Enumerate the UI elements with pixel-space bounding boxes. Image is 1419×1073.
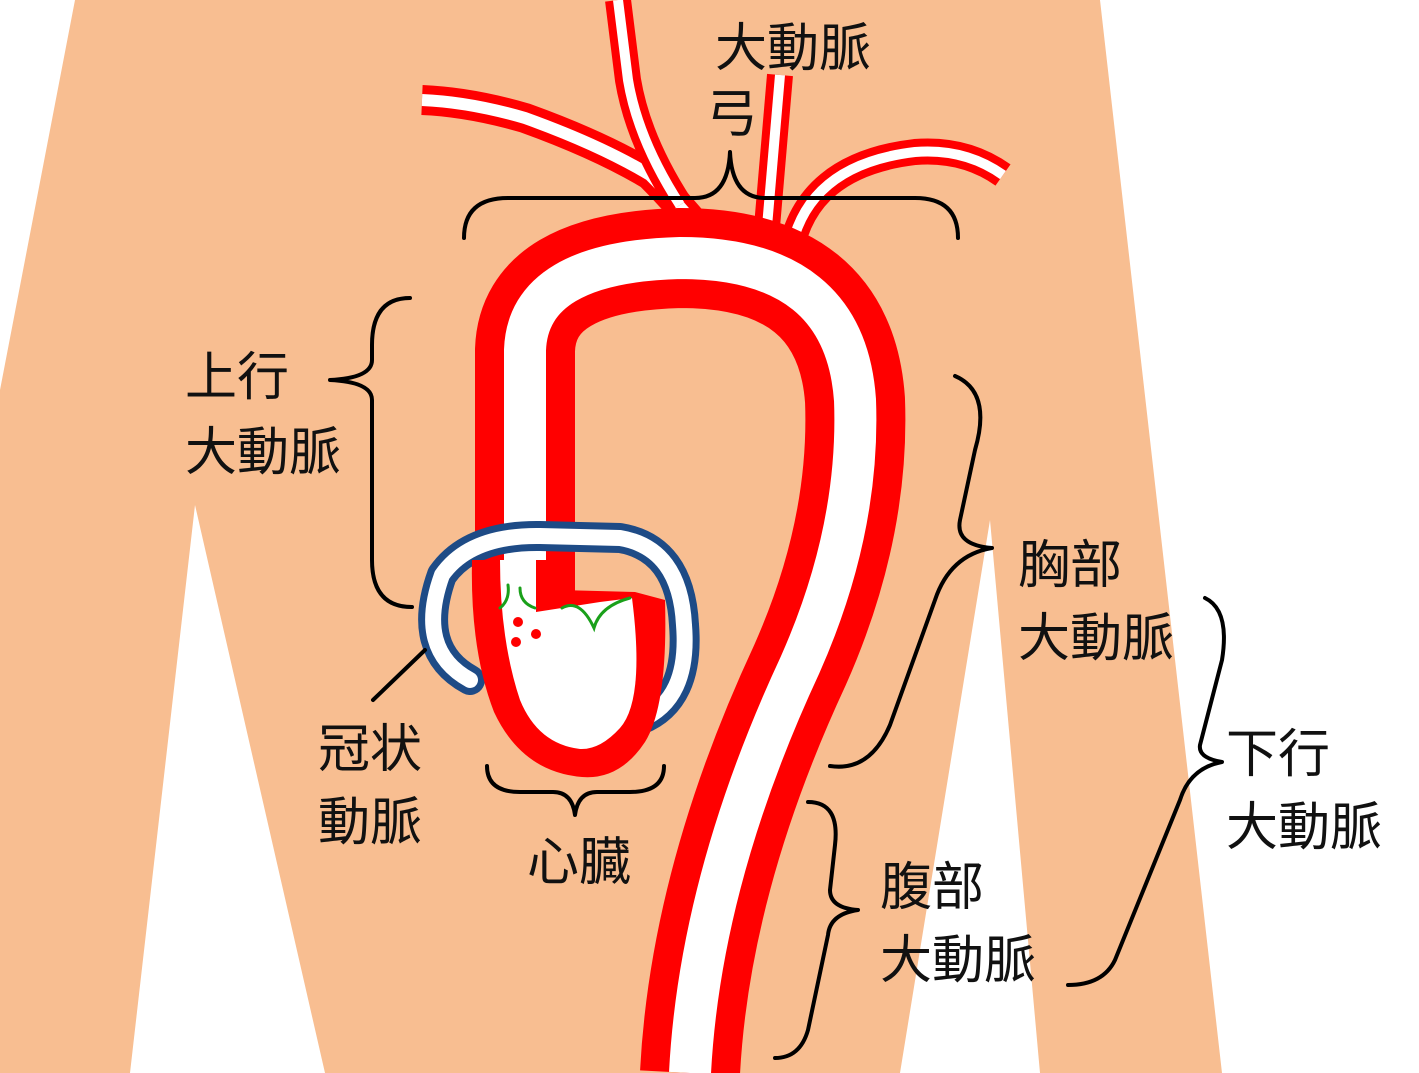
aortic-arch-label-line1: 大動脈 <box>715 19 871 79</box>
abdominal-aorta-brace <box>773 800 860 1060</box>
heart-brace <box>485 764 666 817</box>
aorta-inner <box>504 237 877 1073</box>
abdominal-aorta-label-line1: 腹部 <box>880 858 984 918</box>
labels: 大動脈 弓 上行 大動脈 胸部 大動脈 下行 大動脈 冠状 動脈 心臓 腹部 大… <box>185 19 1382 991</box>
annotation-braces <box>328 150 1226 1060</box>
coronary-pointer-line <box>371 648 427 702</box>
coronary-loop-inner <box>425 527 693 728</box>
aorta-vessels <box>421 0 1011 1073</box>
coronary-artery-label-line1: 冠状 <box>318 720 422 780</box>
coronary-ostium-dot <box>531 629 541 639</box>
thoracic-aorta-label-line2: 大動脈 <box>1018 609 1174 669</box>
thoracic-aorta-label-line1: 胸部 <box>1018 536 1122 596</box>
ascending-aorta-label-line1: 上行 <box>185 348 289 408</box>
heart <box>418 520 700 778</box>
aortic-arch-brace <box>462 150 960 240</box>
abdominal-aorta-label-line2: 大動脈 <box>880 931 1036 991</box>
ascending-aorta-brace <box>328 296 414 609</box>
coronary-ostium-dot <box>513 617 523 627</box>
right-carotid-inner <box>613 0 685 208</box>
aortic-valve <box>498 583 632 633</box>
thoracic-aorta-brace <box>828 374 994 769</box>
ascending-aorta-label-line2: 大動脈 <box>185 423 341 483</box>
coronary-ostium-dot <box>511 637 521 647</box>
descending-aorta-label-line1: 下行 <box>1226 725 1330 785</box>
coronary-artery-label-line2: 動脈 <box>318 793 422 853</box>
aortic-arch-label-line2: 弓 <box>706 85 758 145</box>
descending-aorta-brace <box>1066 596 1226 987</box>
heart-label: 心臓 <box>527 833 631 893</box>
descending-aorta-label-line2: 大動脈 <box>1226 798 1382 858</box>
left-subclavian-artery-inner <box>785 146 1006 256</box>
